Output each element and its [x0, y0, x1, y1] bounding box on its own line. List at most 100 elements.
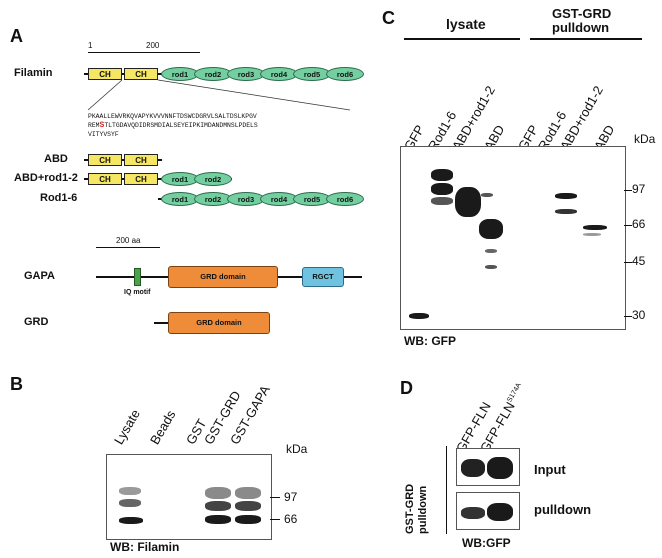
panel-d-side-line2: pulldown	[417, 485, 429, 534]
iq-motif-box	[134, 268, 141, 286]
panel-b-lane-beads: Beads	[147, 407, 179, 447]
panel-b-blot	[106, 454, 272, 540]
c-abd-band-main	[479, 219, 503, 239]
c-rod16-band-low	[431, 197, 453, 205]
scale-bar	[88, 52, 200, 53]
sequence-line-3: VITYVSYF	[88, 131, 119, 138]
c-gfp-band	[409, 313, 429, 319]
sequence-line-1: PKAALLEWVRKQVAPYKVVVNNFTDSWCDGRVLSALTDSL…	[88, 113, 257, 120]
scale-end-label: 200	[146, 41, 160, 50]
c-pd-abd-band	[583, 225, 607, 230]
sequence-line-2: REMSTLTGDAVQDIDRSMDIALSEYEIPKIMDANDMNSLP…	[88, 121, 258, 130]
panel-c-marker-30: 30	[632, 308, 646, 322]
panel-c-kda-label: kDa	[634, 132, 656, 146]
iq-motif-label: IQ motif	[124, 289, 151, 296]
filamin-ch-2: CH	[124, 68, 158, 80]
b-gstgrd-band-main	[205, 515, 231, 524]
abd-rod-ch-1: CH	[88, 173, 122, 185]
sequence-line-2b: TLTGDAVQDIDRSMDIALSEYEIPKIMDANDMNSLPDELS	[104, 122, 258, 129]
panel-c-group-lysate-bar	[404, 38, 520, 40]
scale-start-label: 1	[88, 41, 93, 50]
panel-b-marker-66: 66	[284, 512, 298, 526]
serine-174: S	[99, 121, 105, 130]
b-gstgrd-band-upper	[205, 487, 231, 499]
panel-c-marker-45: 45	[632, 254, 646, 268]
c-abd-band-faint-2	[485, 265, 497, 269]
b-gstgapa-band-upper	[235, 487, 261, 499]
panel-b-tick-66	[270, 519, 280, 520]
c-abdrod-band-main	[455, 187, 481, 217]
panel-b-wb-label: WB: Filamin	[110, 540, 180, 554]
gapa-label: GAPA	[24, 270, 55, 282]
rod16-rod-2: rod2	[194, 192, 232, 206]
sequence-line-2a: REM	[88, 122, 100, 129]
panel-d-input-blot	[456, 448, 520, 486]
filamin-rod-6: rod6	[326, 67, 364, 81]
panel-c-tick-30	[624, 316, 632, 317]
panel-b-tick-97	[270, 497, 280, 498]
abd-rod-ch-2: CH	[124, 173, 158, 185]
d-pd-band-1	[461, 507, 485, 519]
grd-domain: GRD domain	[168, 312, 270, 334]
abd-ch-2: CH	[124, 154, 158, 166]
b-lysate-band-mid	[119, 499, 141, 507]
d-pd-band-2	[487, 503, 513, 521]
panel-b-lane-lysate: Lysate	[111, 406, 143, 447]
grd-label: GRD	[24, 316, 49, 328]
c-abd-band-top	[481, 193, 493, 197]
rod16-rod-5: rod5	[293, 192, 331, 206]
panel-d-side-bar	[446, 446, 447, 534]
abd-rod-rod-2: rod2	[194, 172, 232, 186]
rod16-label: Rod1-6	[40, 192, 78, 204]
scale-200aa-bar	[96, 247, 160, 248]
panel-d-lane2-sup: S174A	[506, 381, 523, 404]
b-gstgrd-band-mid	[205, 501, 231, 511]
panel-d-side-line1: GST-GRD	[404, 483, 416, 534]
panel-c-tick-97	[624, 190, 632, 191]
panel-d-letter: D	[400, 378, 413, 398]
panel-c-group-pulldown-bar	[530, 38, 642, 40]
panel-b-marker-97: 97	[284, 490, 298, 504]
panel-c-group-pulldown-2: pulldown	[552, 20, 610, 35]
abd-ch-1: CH	[88, 154, 122, 166]
b-lysate-band-main	[119, 517, 143, 524]
panel-c-wb-label: WB: GFP	[404, 334, 456, 348]
panel-d-pulldown-blot	[456, 492, 520, 530]
panel-c-tick-66	[624, 225, 632, 226]
panel-c-blot	[400, 146, 626, 330]
panel-d-side-label: GST-GRD pulldown	[404, 484, 430, 534]
panel-d-pulldown-label: pulldown	[534, 502, 592, 517]
abd-rod-backbone	[84, 178, 232, 180]
panel-b-kda-label: kDa	[286, 442, 308, 456]
d-input-band-2	[487, 457, 513, 479]
abd-backbone	[84, 159, 162, 161]
rod16-rod-1: rod1	[161, 192, 199, 206]
panel-a-letter: A	[10, 26, 23, 46]
b-gstgapa-band-mid	[235, 501, 261, 511]
rod16-rod-6: rod6	[326, 192, 364, 206]
filamin-ch-1: CH	[88, 68, 122, 80]
panel-c-marker-66: 66	[632, 217, 646, 231]
c-rod16-band-mid	[431, 183, 453, 195]
b-lysate-band-upper	[119, 487, 141, 495]
c-abd-band-faint-1	[485, 249, 497, 253]
abd-rod-label: ABD+rod1-2	[14, 172, 78, 184]
panel-c-marker-97: 97	[632, 182, 646, 196]
c-rod16-band-top	[431, 169, 453, 181]
c-pd-abdrod-band-1	[555, 193, 577, 199]
panel-b-letter: B	[10, 374, 23, 394]
panel-d-wb-label: WB:GFP	[462, 536, 511, 550]
c-pd-abdrod-band-2	[555, 209, 577, 214]
abd-label: ABD	[44, 153, 68, 165]
c-pd-abd-band-faint	[583, 233, 601, 236]
d-input-band-1	[461, 459, 485, 477]
panel-c-group-pulldown-1: GST-GRD	[552, 6, 612, 21]
panel-c-group-lysate: lysate	[446, 16, 486, 32]
gapa-grd-domain: GRD domain	[168, 266, 278, 288]
filamin-rod-4: rod4	[260, 67, 298, 81]
zoom-lines	[87, 79, 351, 111]
filamin-label: Filamin	[14, 67, 53, 79]
scale-200aa-label: 200 aa	[116, 236, 141, 245]
panel-c-tick-45	[624, 262, 632, 263]
grd-backbone	[154, 322, 170, 324]
